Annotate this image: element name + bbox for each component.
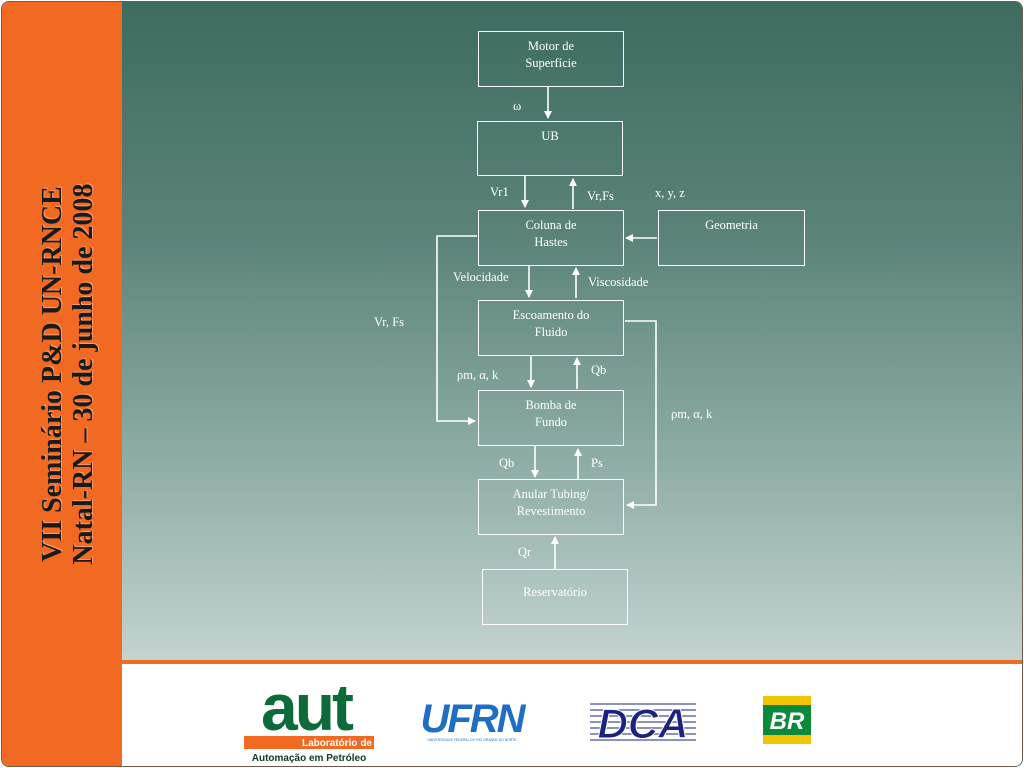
diagram-area xyxy=(122,2,1022,660)
coluna-hastes-box: Coluna de Hastes xyxy=(478,210,624,266)
escoamento-line-1: Escoamento do xyxy=(512,308,590,322)
anular-line-1: Anular Tubing/ xyxy=(512,487,590,501)
label-omega: ω xyxy=(513,99,522,113)
aut-subtitle-1: Laboratório de xyxy=(302,738,372,749)
bomba-line-2: Fundo xyxy=(535,415,567,429)
geometria-box: Geometria xyxy=(658,210,805,266)
geometria-label: Geometria xyxy=(705,218,758,232)
reservatorio-box: Reservatório xyxy=(482,569,628,625)
label-viscosidade: Viscosidade xyxy=(588,275,649,289)
dca-logo: DCA xyxy=(590,696,696,748)
coluna-line-2: Hastes xyxy=(534,235,568,249)
label-vr1: Vr1 xyxy=(490,185,509,199)
ufrn-wordmark: UFRN xyxy=(420,697,526,741)
ub-label: UB xyxy=(541,129,559,143)
motor-line-1: Motor de xyxy=(527,39,575,53)
escoamento-fluido-box: Escoamento do Fluido xyxy=(478,300,624,356)
label-vr-fs-left: Vr, Fs xyxy=(374,315,405,329)
aut-subtitle-2: Automação em Petróleo xyxy=(252,753,366,764)
arrow-vr-fs-loop xyxy=(436,235,477,425)
coluna-line-1: Coluna de xyxy=(525,218,577,232)
ufrn-logo: UFRN UNIVERSIDADE FEDERAL DO RIO GRANDE … xyxy=(416,696,528,744)
reservatorio-label: Reservatório xyxy=(523,585,587,599)
aut-wordmark: aut xyxy=(261,670,354,744)
label-qr: Qr xyxy=(518,545,532,559)
label-xyz: x, y, z xyxy=(655,186,685,200)
label-velocidade: Velocidade xyxy=(453,270,509,284)
aut-logo: aut Laboratório de Automação em Petróleo xyxy=(242,666,376,766)
ufrn-subtitle: UNIVERSIDADE FEDERAL DO RIO GRANDE DO NO… xyxy=(427,738,517,742)
bomba-fundo-box: Bomba de Fundo xyxy=(478,390,624,446)
motor-line-2: Superfície xyxy=(525,56,577,70)
dca-wordmark: DCA xyxy=(598,700,689,746)
footer-divider xyxy=(122,660,1022,664)
anular-tubing-box: Anular Tubing/ Revestimento xyxy=(478,479,624,535)
label-rho-alpha-k-right: ρm, α, k xyxy=(671,407,713,421)
br-petrobras-logo: BR xyxy=(763,696,811,744)
arrow-rho-loop xyxy=(625,320,657,509)
label-vr-fs-up: Vr,Fs xyxy=(587,189,614,203)
label-ps: Ps xyxy=(591,456,603,470)
bomba-line-1: Bomba de xyxy=(525,398,577,412)
anular-line-2: Revestimento xyxy=(516,504,586,518)
ub-box: UB xyxy=(477,121,623,176)
orange-sidebar xyxy=(2,2,122,766)
label-qb-down: Qb xyxy=(499,456,515,470)
br-wordmark: BR xyxy=(770,708,805,735)
escoamento-line-2: Fluido xyxy=(534,325,568,339)
motor-superficie-box: Motor de Superfície xyxy=(478,31,624,87)
label-qb-up: Qb xyxy=(591,363,607,377)
label-rho-alpha-k-left: ρm, α, k xyxy=(457,368,499,382)
